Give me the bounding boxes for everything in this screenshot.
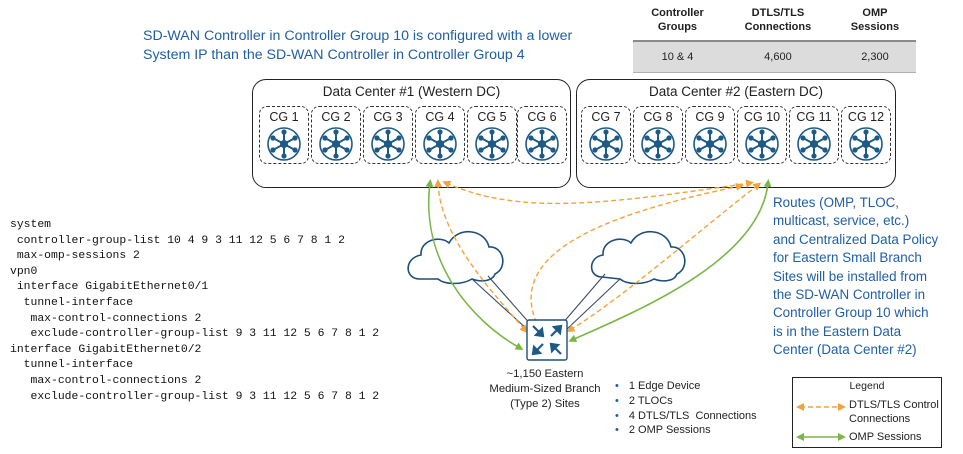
data-center-label: Data Center #1 (Western DC) [322,84,501,99]
data-center-western: Data Center #1 (Western DC) CG 1 CG 2 CG… [252,79,571,188]
controller-group-8: CG 8 [633,106,683,164]
legend-samples [796,403,846,441]
config-line: controller-group-list 10 4 9 3 11 12 5 6… [10,234,345,247]
config-line: max-control-connections 2 [10,312,202,325]
branch-fact: 1 Edge Device [615,379,757,394]
branch-facts-list: 1 Edge Device 2 TLOCs 4 DTLS/TLS Connect… [615,379,757,438]
config-line: tunnel-interface [10,296,134,309]
stats-cell-connections: 4,600 [721,41,834,73]
controller-group-label: CG 4 [425,110,455,124]
controller-group-5: CG 5 [467,106,517,164]
stats-cell-sessions: 2,300 [833,41,916,73]
config-line: interface GigabitEthernet0/1 [10,281,209,294]
controller-group-4: CG 4 [415,106,465,164]
config-line: system [10,219,52,231]
controller-group-6: CG 6 [517,106,567,164]
controller-group-11: CG 11 [789,106,839,164]
branch-fact: 2 TLOCs [615,394,757,409]
controller-group-9: CG 9 [685,106,735,164]
controller-group-label: CG 11 [796,110,832,124]
config-line: exclude-controller-group-list 9 3 11 12 … [10,328,380,341]
data-center-label: Data Center #2 (Eastern DC) [648,84,824,99]
config-line: vpn0 [10,265,38,278]
legend-dtls-label: DTLS/TLS Control Connections [849,399,939,425]
controller-group-label: CG 12 [847,110,885,124]
controller-group-label: CG 5 [477,110,507,124]
top-note: SD-WAN Controller in Controller Group 10… [143,28,573,63]
branch-fact: 2 OMP Sessions [615,423,757,438]
controller-group-label: CG 8 [643,110,673,124]
controller-group-2: CG 2 [311,106,361,164]
data-center-eastern: Data Center #2 (Eastern DC) CG 7 CG 8 CG… [576,79,896,188]
cloud-icon [590,230,686,285]
stats-cell-groups: 10 & 4 [633,41,722,73]
controller-group-label: CG 6 [527,110,557,124]
legend-title: Legend [849,380,885,392]
stats-header-sessions: OMP Sessions [833,0,916,42]
controller-group-7: CG 7 [581,106,631,164]
config-line: max-control-connections 2 [10,374,202,387]
config-line: tunnel-interface [10,359,134,372]
config-line: interface GigabitEthernet0/2 [10,343,202,356]
stats-row: 10 & 4 4,600 2,300 [633,41,916,73]
stats-header-connections: DTLS/TLS Connections [721,0,834,42]
routes-note: Routes (OMP, TLOC, multicast, service, e… [773,195,939,358]
branch-fact: 4 DTLS/TLS Connections [615,409,757,424]
controller-group-3: CG 3 [363,106,413,164]
controller-group-label: CG 2 [321,110,351,124]
legend-omp-label: OMP Sessions [849,431,922,443]
controller-group-label: CG 9 [695,110,725,124]
router-icon [526,319,568,361]
controller-group-10: CG 10 [737,106,787,164]
controller-group-label: CG 1 [269,110,299,124]
stats-header-groups: Controller Groups [633,0,722,42]
controller-group-label: CG 7 [591,110,621,124]
controller-group-12: CG 12 [841,106,891,164]
stats-table: Controller Groups DTLS/TLS Connections O… [633,0,916,73]
config-snippet: system controller-group-list 10 4 9 3 11… [10,218,379,405]
controller-group-1: CG 1 [259,106,309,164]
legend: Legend DTLS/TLS Control Connections OMP … [792,377,942,448]
branch-label: ~1,150 Eastern Medium-Sized Branch (Type… [489,368,601,410]
controller-group-label: CG 3 [373,110,403,124]
controller-group-label: CG 10 [743,110,781,124]
config-line: max-omp-sessions 2 [10,250,140,263]
config-line: exclude-controller-group-list 9 3 11 12 … [10,390,380,403]
omp-sessions [425,179,772,350]
